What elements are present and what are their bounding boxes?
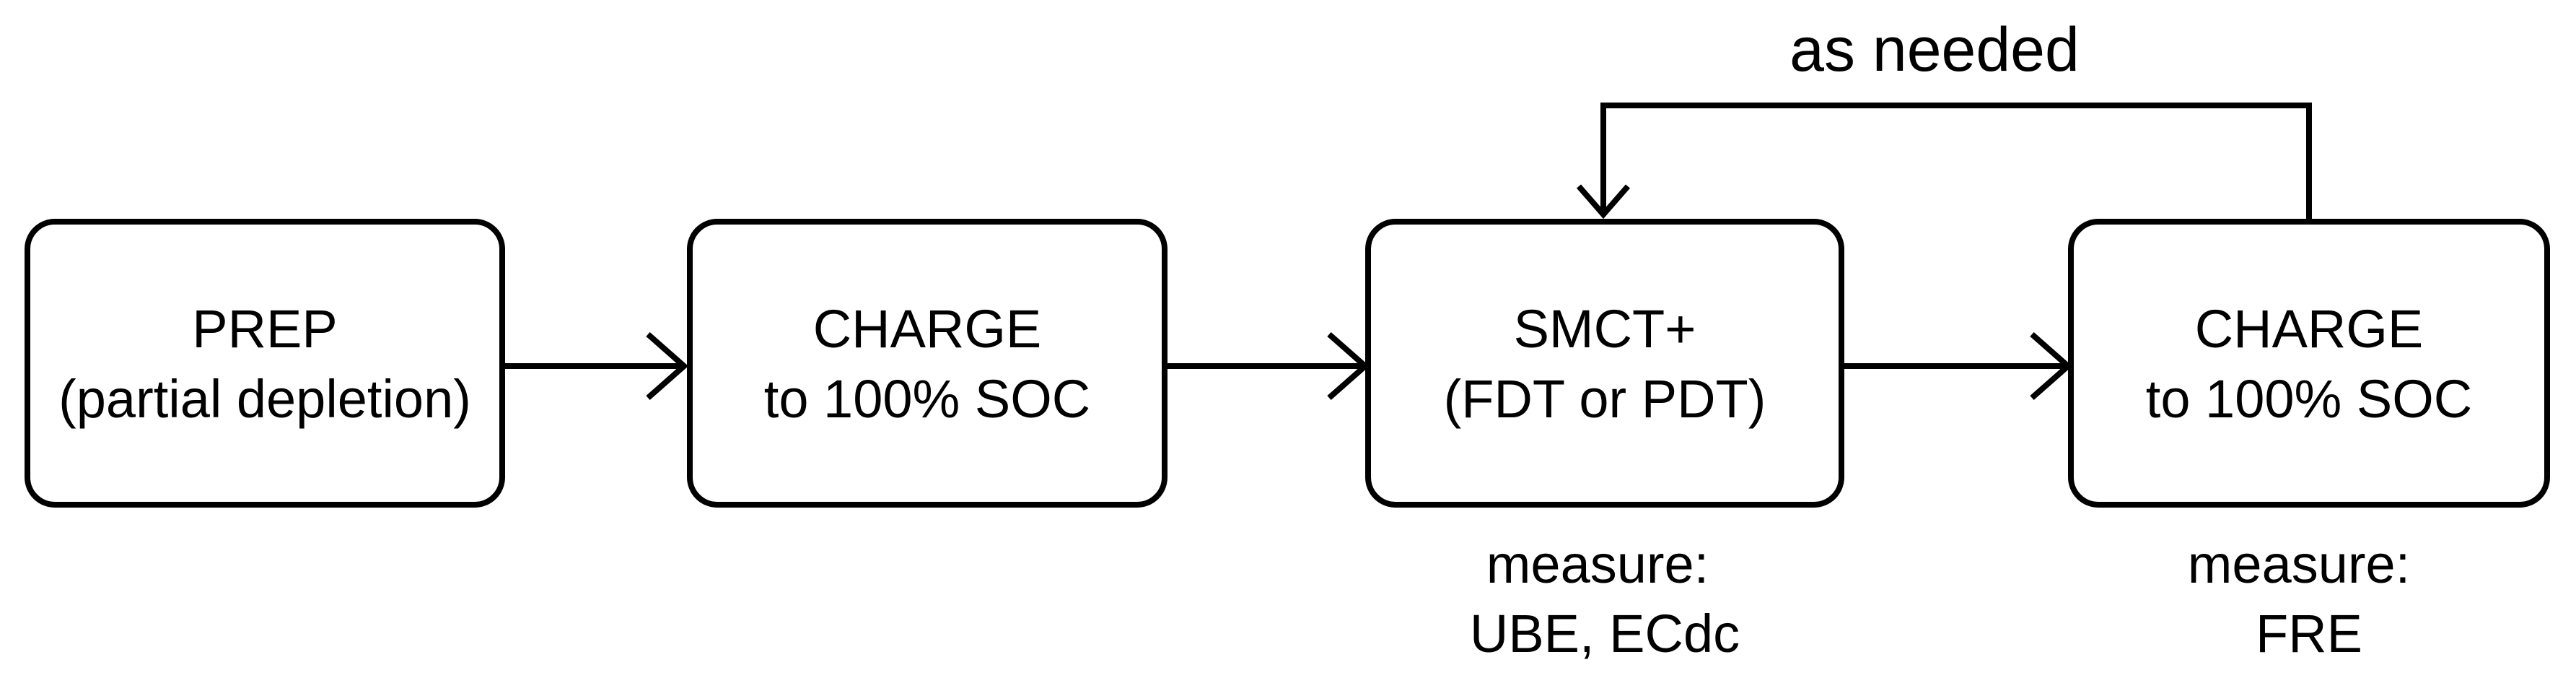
measure-values: UBE, ECdc [1470,604,1740,664]
edge-prep-to-charge [502,331,689,401]
measure-note-smct: measure: UBE, ECdc [1470,534,1740,664]
node-subtitle: to 100% SOC [2146,369,2472,429]
measure-label: measure: [2188,534,2410,594]
node-prep: PREP (partial depletion) [25,219,505,508]
node-title: CHARGE [2195,299,2424,359]
node-subtitle: (partial depletion) [58,369,471,429]
node-box [1365,219,1844,508]
node-charge-2: CHARGE to 100% SOC [2068,219,2550,508]
node-charge-1: CHARGE to 100% SOC [687,219,1167,508]
loop-edge [1576,103,2312,220]
node-title: CHARGE [813,299,1042,359]
arrow-head [646,331,689,401]
edge-smct-to-charge [1841,331,2073,401]
node-subtitle: (FDT or PDT) [1444,369,1766,429]
node-title: SMCT+ [1514,299,1696,359]
node-title: PREP [192,299,338,359]
loop-arrow-head [1576,184,1631,220]
node-box [25,219,505,508]
loop-line [1600,103,2312,220]
edge-charge-to-smct [1165,331,1370,401]
measure-label: measure: [1486,534,1709,594]
node-box [2068,219,2550,508]
loop-label: as needed [1789,15,2080,84]
node-smct: SMCT+ (FDT or PDT) [1365,219,1844,508]
node-subtitle: to 100% SOC [764,369,1090,429]
measure-values: FRE [2256,604,2362,664]
node-box [687,219,1167,508]
measure-note-charge-2: measure: FRE [2188,534,2410,664]
